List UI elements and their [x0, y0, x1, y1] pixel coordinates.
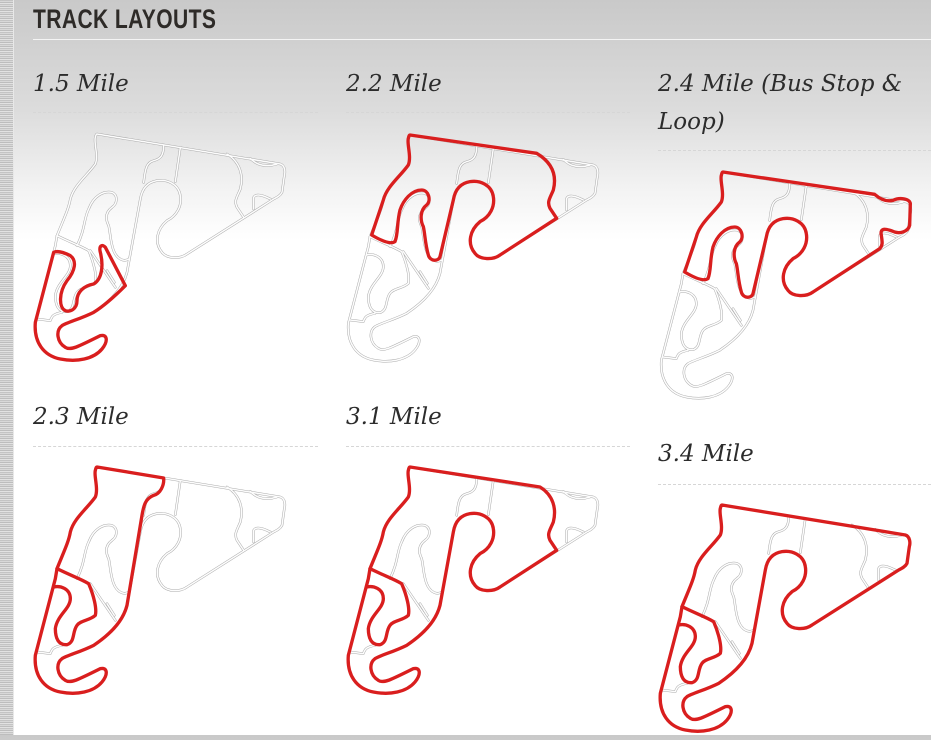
layout-label-2-3-mile: 2.3 Mile: [33, 404, 129, 430]
track-road-surface: [799, 517, 807, 554]
layout-highlight-path: [365, 567, 411, 647]
label-divider: [346, 446, 630, 447]
track-road-outline: [455, 477, 478, 517]
track-road-surface: [701, 562, 755, 633]
track-road-surface: [249, 157, 278, 167]
track-road-surface: [76, 191, 130, 262]
track-road-surface: [715, 287, 743, 327]
track-road-surface: [487, 147, 495, 184]
section-title: TRACK LAYOUTS: [33, 4, 217, 34]
track-road-outline: [142, 144, 165, 184]
layout-label-3-4-mile: 3.4 Mile: [658, 441, 754, 467]
track-road-surface: [142, 144, 165, 184]
left-border: [0, 0, 14, 735]
track-map-2-3-mile: [33, 465, 287, 695]
track-road-surface: [349, 312, 376, 323]
track-road-surface: [249, 490, 278, 500]
track-map-1-5-mile: [33, 132, 287, 362]
layout-highlight-path: [346, 465, 559, 695]
track-road-outline: [678, 272, 723, 351]
track-road-surface: [768, 182, 791, 222]
track-road-outline: [33, 132, 287, 362]
label-divider: [658, 150, 931, 151]
track-road-surface: [36, 311, 63, 322]
track-road-surface: [661, 682, 688, 693]
track-road-surface: [106, 602, 116, 617]
track-road-surface: [252, 194, 272, 210]
track-road-surface: [365, 235, 410, 314]
track-road-outline: [768, 182, 791, 222]
track-road-surface: [52, 234, 97, 313]
track-road-outline: [365, 235, 410, 314]
label-divider: [33, 112, 318, 113]
track-road-surface: [487, 479, 495, 516]
track-road-surface: [226, 153, 245, 219]
track-road-surface: [106, 269, 116, 284]
layout-highlight-path: [370, 133, 559, 262]
track-road-surface: [678, 272, 723, 351]
track-road-surface: [714, 620, 742, 660]
track-road-surface: [851, 524, 870, 590]
layout-label-3-1-mile: 3.1 Mile: [346, 404, 442, 430]
track-map-3-1-mile: [346, 465, 600, 695]
layout-label-1-5-mile: 1.5 Mile: [33, 71, 129, 97]
track-road-outline: [75, 190, 130, 262]
track-road-surface: [455, 145, 478, 185]
track-road-surface: [565, 527, 585, 543]
track-road-surface: [455, 477, 478, 517]
layout-highlight-path: [683, 170, 912, 299]
track-road-surface: [174, 146, 182, 183]
label-divider: [658, 484, 931, 485]
layout-highlight-path: [33, 244, 127, 362]
track-road-outline: [767, 515, 790, 555]
track-road-surface: [731, 640, 741, 655]
track-map-2-4-mile: [659, 170, 913, 400]
track-road-surface: [662, 349, 689, 360]
track-road-surface: [732, 307, 742, 322]
track-map-3-4-mile: [658, 503, 912, 733]
layout-highlight-path: [658, 503, 912, 733]
track-road-surface: [89, 582, 117, 622]
track-road-surface: [252, 527, 272, 543]
layout-label-2-4-mile: 2.4 Mile (Bus Stop & Loop): [658, 71, 903, 135]
track-road-surface: [226, 486, 245, 552]
track-road-surface: [402, 250, 430, 290]
track-road-surface: [36, 644, 63, 655]
track-road-outline: [33, 465, 287, 695]
title-divider: [33, 39, 931, 40]
track-road-surface: [562, 490, 591, 500]
track-road-surface: [562, 158, 591, 168]
track-road-surface: [174, 479, 182, 516]
track-road-surface: [349, 644, 376, 655]
track-road-surface: [800, 184, 808, 221]
layout-highlight-path: [33, 465, 166, 695]
layout-highlight-path: [52, 567, 98, 647]
layout-highlight-path: [677, 605, 723, 685]
track-road-surface: [76, 524, 130, 595]
track-map-2-2-mile: [346, 133, 600, 363]
track-road-surface: [419, 602, 429, 617]
layout-label-2-2-mile: 2.2 Mile: [346, 71, 442, 97]
track-road-surface: [565, 195, 585, 211]
track-road-outline: [455, 145, 478, 185]
track-road-surface: [852, 191, 871, 257]
track-road-surface: [419, 270, 429, 285]
track-road-surface: [402, 582, 430, 622]
track-road-surface: [389, 524, 443, 595]
track-road-surface: [767, 515, 790, 555]
label-divider: [346, 112, 630, 113]
track-road-surface: [877, 565, 897, 581]
label-divider: [33, 446, 318, 447]
